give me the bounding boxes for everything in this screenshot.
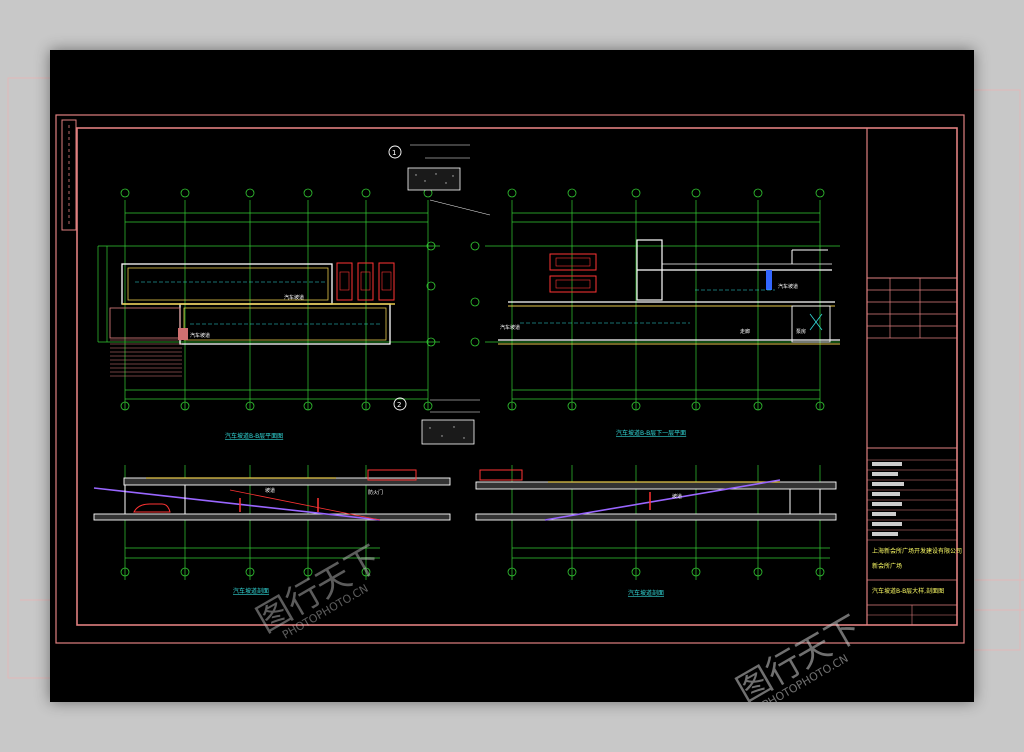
ramp-label-1: 汽车坡道 xyxy=(284,294,304,301)
pump-room-label: 泵房 xyxy=(796,328,806,335)
plan-b1-title: 汽车坡道B-B层平面图 xyxy=(225,432,283,440)
detail-2: 2 xyxy=(393,397,480,445)
slope-label-1: 坡道 xyxy=(265,487,275,494)
section-2-title: 汽车坡道剖面 xyxy=(628,589,664,597)
cad-drawing-sheet: 上海新会所广场开发建设有限公司 新会所广场 汽车坡道B-B层大样,剖面图 xyxy=(50,50,974,702)
fire-door-label: 防火门 xyxy=(368,489,383,496)
corridor-label: 走廊 xyxy=(740,328,750,335)
section-1: 坡道 防火门 汽车坡道剖面 xyxy=(93,465,451,595)
car-icon xyxy=(133,503,171,513)
plan-b2-title: 汽车坡道B-B层下一层平面 xyxy=(616,429,686,437)
plan-b1: 汽车坡道 汽车坡道 汽车坡道B-B层平面图 xyxy=(97,188,440,440)
watermark-1: 图行天下 PHOTOPHOTO.CN xyxy=(250,538,388,641)
section-1-title: 汽车坡道剖面 xyxy=(233,587,269,595)
detail-1-marker-circle xyxy=(388,145,402,159)
slope-label-2: 坡道 xyxy=(672,493,682,500)
binding-strip xyxy=(61,119,77,231)
plan-b2: 汽车坡道 汽车坡道 走廊 泵房 汽车坡道B-B层下一层平面 xyxy=(470,188,840,437)
watermark-2: 图行天下 PHOTOPHOTO.CN xyxy=(730,608,868,702)
ramp-label-3: 汽车坡道 xyxy=(778,283,798,290)
detail-2-marker-circle xyxy=(393,397,407,411)
detail-2-marker: 2 xyxy=(397,401,401,409)
title-block: 上海新会所广场开发建设有限公司 新会所广场 汽车坡道B-B层大样,剖面图 xyxy=(866,128,962,625)
detail-1: 1 xyxy=(388,144,491,216)
section-2: 坡道 汽车坡道剖面 xyxy=(475,465,837,597)
cad-drawing: 上海新会所广场开发建设有限公司 新会所广场 汽车坡道B-B层大样,剖面图 xyxy=(55,114,965,702)
company-name: 上海新会所广场开发建设有限公司 xyxy=(872,547,962,555)
detail-1-marker: 1 xyxy=(392,149,396,157)
outer-frame xyxy=(55,114,965,644)
project-name: 新会所广场 xyxy=(872,562,902,570)
ghost-frame-right xyxy=(969,89,1021,651)
ramp-label-4: 汽车坡道 xyxy=(500,324,520,331)
inner-frame xyxy=(76,127,958,626)
sheet-name: 汽车坡道B-B层大样,剖面图 xyxy=(872,587,944,595)
ramp-label-2: 汽车坡道 xyxy=(190,332,210,339)
